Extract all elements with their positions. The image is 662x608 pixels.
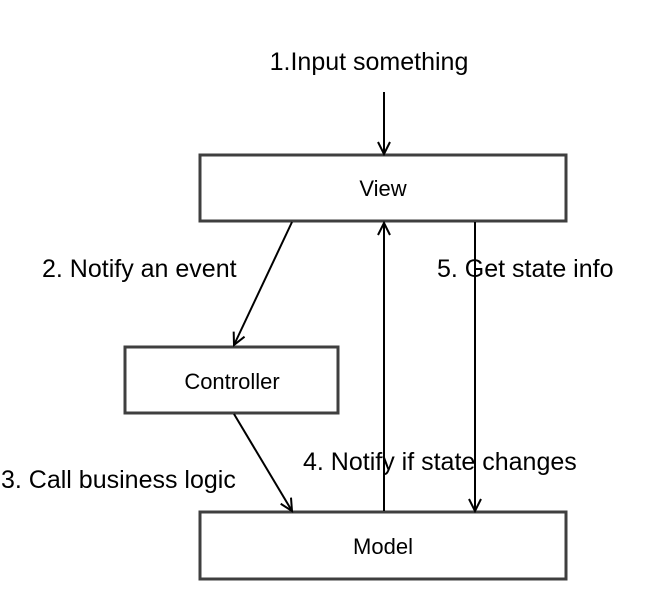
view-label: View — [359, 176, 406, 201]
call-logic-edge-label: 3. Call business logic — [1, 466, 236, 494]
model-box — [198, 510, 568, 581]
notify-state-edge-label: 4. Notify if state changes — [303, 448, 577, 476]
model-label: Model — [353, 534, 413, 559]
get-state-edge-label: 5. Get state info — [437, 255, 614, 283]
view-box — [198, 153, 568, 223]
call-logic-arrow — [233, 413, 294, 513]
notify-event-edge-label: 2. Notify an event — [42, 255, 237, 283]
input-edge-label: 1.Input something — [270, 48, 469, 76]
controller-box — [123, 345, 340, 415]
notify-event-arrow — [232, 221, 293, 348]
controller-label: Controller — [184, 369, 279, 394]
